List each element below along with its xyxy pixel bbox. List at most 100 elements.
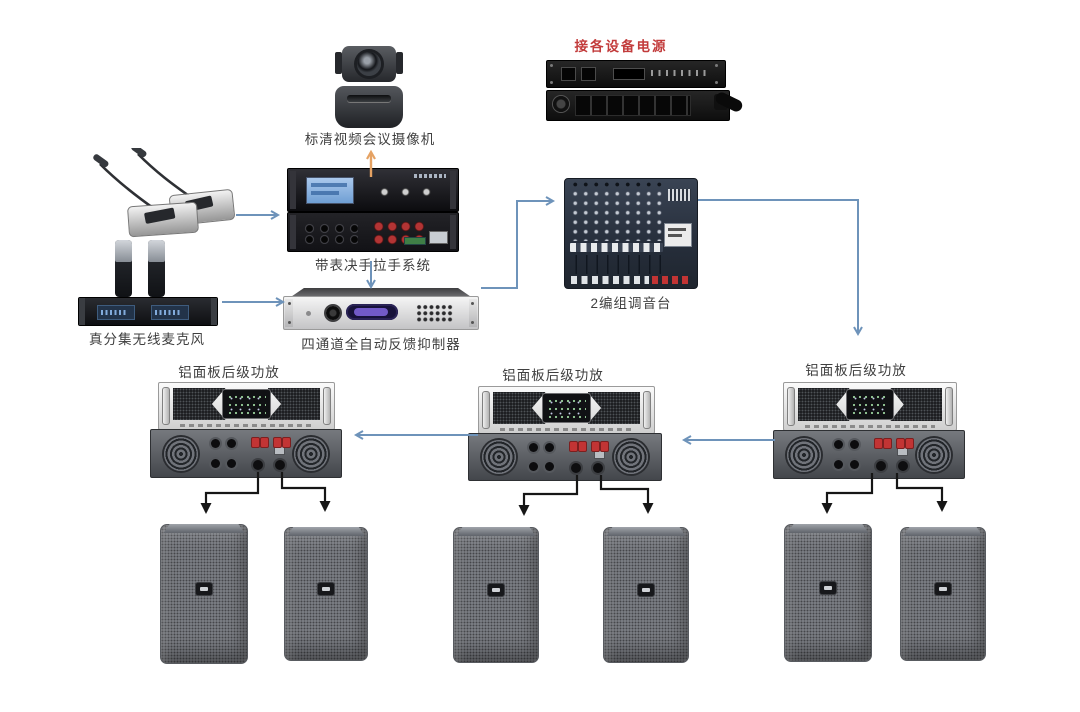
arrow-mixer-to-amp-right	[698, 199, 863, 337]
fan-icon	[917, 437, 951, 472]
handheld-mic	[148, 240, 165, 297]
camera-label: 标清视频会议摄像机	[304, 132, 436, 147]
amplifier-middle-rear	[468, 433, 662, 481]
speaker-badge	[488, 584, 504, 597]
mixer-fader-caps-bottom	[571, 276, 649, 284]
amp-io-cluster	[834, 436, 914, 473]
wire-amp1-speaker1	[200, 472, 260, 514]
binding-post	[260, 437, 269, 448]
amp-panel-text	[804, 425, 936, 428]
fan-icon	[164, 436, 198, 471]
binding-post	[883, 438, 892, 449]
suppressor-knob	[326, 306, 340, 320]
conference-host-device	[287, 168, 459, 252]
camera-device	[330, 44, 408, 128]
speaker-top	[787, 524, 869, 533]
rack-ear	[290, 215, 296, 249]
receiver-display	[151, 305, 189, 320]
speaker-top	[287, 527, 365, 536]
amp-mesh-grille	[173, 388, 226, 420]
rack-ear	[290, 171, 296, 209]
host-front-panel	[287, 168, 459, 212]
wireless-microphone-device	[78, 240, 218, 326]
power-display	[613, 68, 645, 80]
mixer-label: 2编组调音台	[590, 296, 672, 311]
amp-handle	[643, 391, 651, 429]
amp-mesh-grille	[798, 388, 850, 421]
wireless-receiver	[78, 297, 218, 326]
mic-base	[127, 201, 199, 238]
screw-icon	[288, 321, 291, 324]
amp-io-cluster	[529, 439, 609, 475]
rear-connectors	[300, 222, 358, 244]
power-sequencer-rear	[546, 90, 730, 121]
host-knobs	[370, 184, 432, 200]
power-outlet	[561, 67, 576, 81]
arrow-suppressor-to-mixer	[481, 196, 556, 289]
suppressor-display	[346, 304, 398, 320]
screw-icon	[471, 321, 474, 324]
speaker-top	[606, 527, 686, 536]
amplifier-right-front	[783, 382, 957, 431]
rack-ear	[450, 215, 456, 249]
binding-post	[874, 438, 883, 449]
speaker-badge	[935, 583, 951, 596]
mic-base-screen	[144, 207, 176, 224]
gooseneck	[99, 163, 157, 212]
power-sockets-row	[575, 95, 691, 116]
mixer-display	[664, 223, 692, 247]
mixer-jacks	[570, 181, 665, 188]
mic-capsule	[131, 144, 147, 158]
speaker	[900, 527, 986, 661]
xlr-connector	[545, 462, 554, 471]
speaker-top	[903, 527, 983, 536]
speaker	[160, 524, 248, 664]
speaker	[603, 527, 689, 663]
camera-base	[335, 86, 403, 128]
speaker-badge	[638, 584, 654, 597]
mixer-fader-caps	[570, 243, 663, 252]
amplifier-middle-label: 铝面板后级功放	[502, 368, 604, 383]
speaker-badge	[196, 582, 212, 595]
screw-icon	[550, 81, 553, 84]
speaker	[453, 527, 539, 663]
camera-base-slot	[347, 95, 391, 102]
chassis-top	[290, 288, 472, 297]
binding-post	[905, 438, 914, 449]
xlr-connector	[545, 443, 554, 452]
amp-meters	[850, 393, 890, 416]
camera-head	[342, 46, 396, 82]
amp-display-panel	[222, 390, 271, 418]
screw-icon	[715, 64, 718, 67]
amp-mesh-grille	[267, 388, 320, 420]
rack-ear	[79, 298, 85, 325]
conference-system-label: 带表决手拉手系统	[315, 258, 431, 273]
xlr-connector	[211, 459, 220, 468]
power-sequencer-device	[546, 60, 745, 121]
xlr-connector	[529, 443, 538, 452]
rack-ear	[211, 298, 217, 325]
screw-icon	[471, 302, 474, 305]
speaker-badge	[318, 583, 334, 596]
xlr-connector	[227, 439, 236, 448]
amp-meters	[546, 397, 587, 419]
power-sequencer-front	[546, 60, 726, 88]
amp-mesh-grille	[890, 388, 942, 421]
fan-icon	[614, 440, 648, 474]
fan-icon	[482, 440, 516, 474]
amplifier-left-label: 铝面板后级功放	[178, 365, 280, 380]
amp-panel-text	[500, 428, 633, 431]
amp-handle	[787, 387, 795, 426]
mixer-meter	[668, 189, 691, 201]
amp-handle	[945, 387, 953, 426]
handheld-mic	[115, 240, 132, 297]
camera-arm	[335, 52, 342, 74]
speakon-connector	[253, 460, 263, 470]
binding-post	[569, 441, 578, 452]
speakon-connector	[275, 460, 285, 470]
fan-icon	[294, 436, 328, 471]
xlr-connector	[834, 460, 843, 469]
speaker-badge	[820, 582, 836, 595]
binding-post	[600, 441, 609, 452]
